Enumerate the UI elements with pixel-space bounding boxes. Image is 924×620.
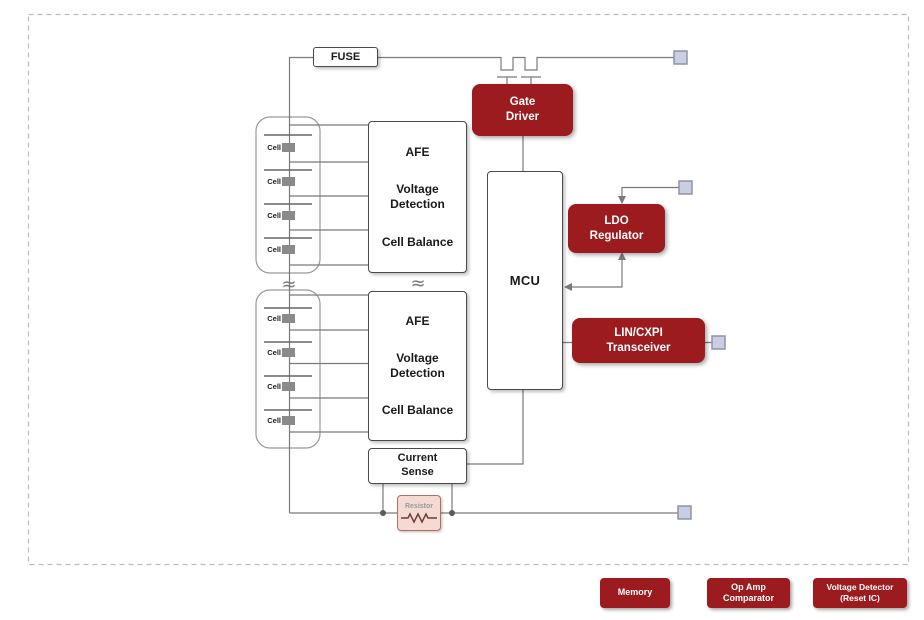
mosfet-gates [497, 76, 541, 85]
wires [288, 56, 712, 514]
cell-tap-lines-bottom [289, 294, 368, 433]
junction-dot-right [449, 510, 455, 516]
resistor-symbol-icon [401, 511, 437, 524]
power-path-wire [378, 56, 674, 71]
legend-voltage-detector: Voltage Detector (Reset IC) [813, 578, 907, 608]
break-symbol-afe: ≈ [410, 273, 425, 294]
afe-title: AFE [405, 144, 430, 159]
currentsense-shunt-wires [382, 484, 453, 513]
lin-label-line2: Transceiver [606, 341, 671, 354]
arrow-into-ldo-bottom [618, 252, 626, 260]
shunt-resistor-block: Resistor [397, 495, 441, 531]
gate-driver-label-line2: Driver [505, 111, 540, 123]
afe-cell-balance: Cell Balance [381, 403, 454, 417]
mcu-label: MCU [509, 273, 541, 288]
fuse-label: FUSE [330, 51, 361, 63]
cell-tap-lines-top [289, 124, 368, 266]
cell-label: Cell [267, 382, 281, 391]
afe-voltage-detection: Voltage Detection [390, 351, 445, 380]
battery-cells-top [264, 134, 312, 254]
resistor-label: Resistor [404, 502, 433, 510]
arrow-into-mcu [564, 283, 572, 291]
connector-pins [673, 50, 726, 520]
current-sense-block: Current Sense [368, 448, 467, 484]
cell-label: Cell [267, 416, 281, 425]
current-sense-line2: Sense [401, 466, 434, 478]
legend-opamp-comparator: Op Amp Comparator [707, 578, 790, 608]
junction-dot-left [380, 510, 386, 516]
cell-label: Cell [267, 211, 281, 220]
fuse-block: FUSE [313, 47, 378, 67]
legend-memory: Memory [600, 578, 670, 608]
cell-label: Cell [267, 348, 281, 357]
lin-cxpi-transceiver-block: LIN/CXPI Transceiver [572, 318, 705, 363]
arrow-into-ldo-top [618, 196, 626, 204]
ldo-label-line1: LDO [604, 214, 629, 227]
cell-label: Cell [267, 314, 281, 323]
afe-voltage-detection: Voltage Detection [390, 182, 445, 211]
mcu-currentsense-wire [467, 390, 524, 465]
break-symbol-stack: ≈ [281, 274, 296, 295]
current-sense-line1: Current [397, 452, 438, 465]
cell-label: Cell [267, 143, 281, 152]
cell-label: Cell [267, 245, 281, 254]
battery-cells-bottom [264, 307, 312, 425]
battery-stack-top-outline [255, 116, 321, 274]
afe-title: AFE [405, 314, 430, 328]
ldo-input-wire [621, 186, 679, 196]
connector-pin-ldo [678, 180, 693, 195]
connector-pin-lin [711, 335, 726, 350]
ldo-label-line2: Regulator [589, 229, 644, 242]
gate-driver-block: Gate Driver [472, 84, 573, 136]
afe-top-block: AFE Voltage Detection Cell Balance [368, 121, 467, 273]
ldo-regulator-block: LDO Regulator [568, 204, 665, 253]
afe-bottom-block: AFE Voltage Detection Cell Balance [368, 291, 467, 441]
cell-label: Cell [267, 177, 281, 186]
left-bus-wire [288, 56, 313, 513]
mcu-block: MCU [487, 171, 563, 390]
connector-pin-top [673, 50, 688, 65]
afe-cell-balance: Cell Balance [381, 234, 454, 249]
gate-driver-label-line1: Gate [509, 96, 536, 109]
connector-pin-bottom [677, 505, 692, 520]
arrowheads [564, 196, 626, 291]
diagram-boundary [27, 13, 910, 566]
ldo-mcu-wire [571, 260, 623, 288]
lin-label-line1: LIN/CXPI [614, 326, 663, 339]
legend-memory-label: Memory [617, 587, 653, 598]
